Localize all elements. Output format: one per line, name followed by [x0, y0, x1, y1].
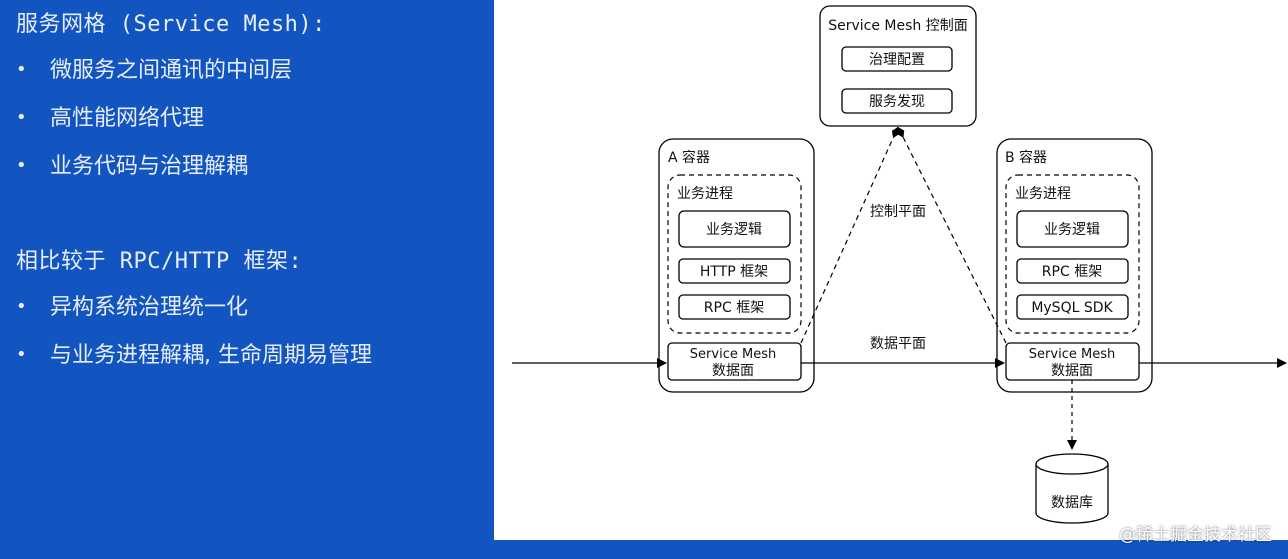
data-plane-proxy-a-line1: Service Mesh — [690, 347, 776, 362]
data-plane-proxy-b-line1: Service Mesh — [1029, 347, 1115, 362]
governance-config-box — [841, 46, 953, 72]
control-plane-box: Service Mesh 控制面 治理配置 服务发现 — [819, 5, 977, 127]
http-framework-box — [678, 258, 791, 284]
bullet-dot: • — [16, 155, 27, 176]
container-b: B 容器 业务进程 业务逻辑 RPC 框架 MySQL SDK Service … — [996, 138, 1153, 393]
bullet-dot: • — [16, 296, 27, 317]
business-process-b-title: 业务进程 — [1015, 186, 1071, 202]
business-process-a — [667, 174, 802, 334]
bullet-dot: • — [16, 107, 27, 128]
bullet-text: 业务代码与治理解耦 — [50, 154, 249, 179]
rpc-framework-a-label: RPC 框架 — [704, 300, 764, 316]
business-logic-a-label: 业务逻辑 — [706, 222, 762, 238]
heading-comparison: 相比较于 RPC/HTTP 框架: — [16, 249, 303, 274]
database-label: 数据库 — [1051, 495, 1093, 511]
bottom-strip — [494, 540, 1288, 559]
business-logic-a-box — [678, 210, 791, 248]
data-plane-proxy-b-line2: 数据面 — [1051, 363, 1093, 379]
bullet-item: • 与业务进程解耦, 生命周期易管理 — [16, 337, 372, 369]
data-plane-proxy-a-box — [667, 342, 802, 381]
container-a: A 容器 业务进程 业务逻辑 HTTP 框架 RPC 框架 Service Me… — [658, 138, 815, 393]
bullet-item: • 高性能网络代理 — [16, 100, 204, 132]
mysql-sdk-label: MySQL SDK — [1031, 300, 1113, 316]
rpc-framework-b-box — [1016, 258, 1129, 284]
data-plane-label: 数据平面 — [870, 336, 926, 352]
control-link-b — [897, 126, 1007, 344]
bullet-text: 高性能网络代理 — [50, 106, 205, 131]
heading-service-mesh: 服务网格 (Service Mesh): — [16, 12, 326, 37]
source-credit: @稀土掘金技术社区 — [1119, 525, 1272, 545]
rpc-framework-b-label: RPC 框架 — [1042, 264, 1102, 280]
container-b-title: B 容器 — [1005, 149, 1047, 166]
http-framework-label: HTTP 框架 — [700, 264, 768, 280]
database-cylinder: 数据库 — [1035, 453, 1109, 524]
business-logic-b-box — [1016, 210, 1129, 248]
control-plane-title: Service Mesh 控制面 — [828, 18, 968, 34]
governance-config-label: 治理配置 — [869, 52, 925, 68]
bullet-item: • 微服务之间通讯的中间层 — [16, 52, 292, 84]
mysql-sdk-box — [1016, 294, 1129, 320]
slide-text-panel: 服务网格 (Service Mesh): • 微服务之间通讯的中间层 • 高性能网络… — [0, 0, 494, 559]
service-discovery-label: 服务发现 — [869, 94, 925, 110]
bullet-dot: • — [16, 344, 27, 365]
service-discovery-box — [841, 88, 953, 114]
bullet-item: • 业务代码与治理解耦 — [16, 148, 248, 180]
container-a-title: A 容器 — [668, 149, 710, 166]
business-process-a-title: 业务进程 — [677, 186, 733, 202]
bullet-item: • 异构系统治理统一化 — [16, 289, 248, 321]
bullet-text: 与业务进程解耦, 生命周期易管理 — [50, 343, 372, 368]
rpc-framework-a-box — [678, 294, 791, 320]
bullet-text: 微服务之间通讯的中间层 — [50, 58, 293, 83]
business-logic-b-label: 业务逻辑 — [1044, 222, 1100, 238]
bullet-text: 异构系统治理统一化 — [50, 295, 249, 320]
bullet-dot: • — [16, 59, 27, 80]
business-process-b — [1005, 174, 1140, 334]
control-link-a — [800, 126, 900, 344]
architecture-diagram-panel: Service Mesh 控制面 治理配置 服务发现 A 容器 业务进程 业务逻… — [494, 0, 1288, 540]
control-plane-label: 控制平面 — [870, 204, 926, 220]
service-mesh-diagram: Service Mesh 控制面 治理配置 服务发现 A 容器 业务进程 业务逻… — [512, 5, 1287, 524]
data-plane-proxy-a-line2: 数据面 — [712, 363, 754, 379]
